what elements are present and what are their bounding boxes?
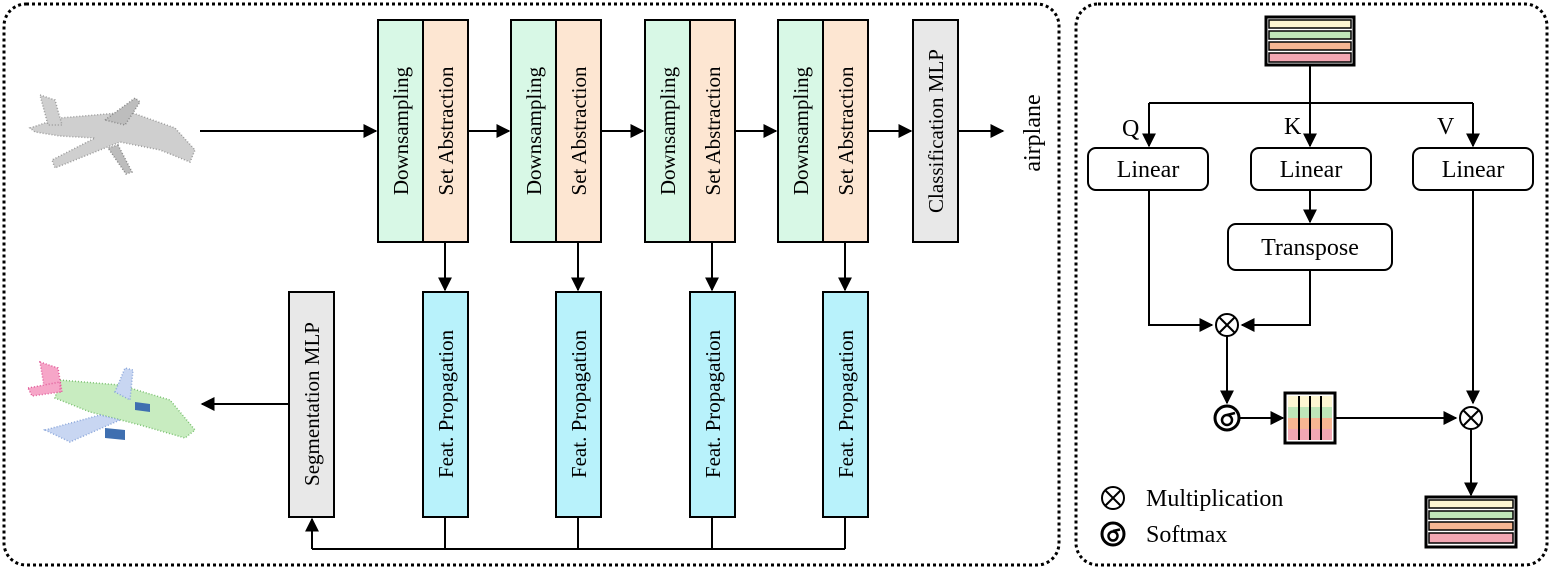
k-label: K <box>1284 114 1302 140</box>
downsampling-block <box>510 19 557 243</box>
input-token-matrix <box>1264 15 1356 67</box>
downsampling-label: Downsampling <box>656 66 680 195</box>
qkv-split-lines <box>1142 65 1480 148</box>
linear-v-label: Linear <box>1442 157 1505 183</box>
q-to-multiply-arrow <box>1148 190 1214 332</box>
set-abstraction-label: Set Abstraction <box>567 66 591 195</box>
set-abstraction-label: Set Abstraction <box>834 66 858 195</box>
feat-propagation-block <box>422 291 469 518</box>
attention-panel <box>1074 2 1549 567</box>
feat-propagation-label: Feat. Propagation <box>834 329 858 478</box>
legend-softmax-label: Softmax <box>1146 522 1227 548</box>
set-abstraction-label: Set Abstraction <box>434 66 458 195</box>
downsampling-block <box>777 19 824 243</box>
linear-k-label: Linear <box>1280 157 1343 183</box>
attention-map <box>1283 391 1337 445</box>
softmax-icon <box>1213 404 1241 432</box>
feat-propagation-block <box>555 291 602 518</box>
segmented-point-cloud-image <box>26 360 197 443</box>
output-token-matrix <box>1424 495 1518 549</box>
stage-4: Downsampling Set Abstraction Feat. Propa… <box>777 19 869 518</box>
set-abstraction-label: Set Abstraction <box>701 66 725 195</box>
stage-2: Downsampling Set Abstraction Feat. Propa… <box>510 19 602 518</box>
feat-propagation-label: Feat. Propagation <box>701 329 725 478</box>
input-point-cloud-image <box>28 93 196 175</box>
feat-propagation-block <box>689 291 736 518</box>
feat-propagation-label: Feat. Propagation <box>567 329 591 478</box>
classification-output-label: airplane <box>1020 94 1046 171</box>
v-label: V <box>1437 114 1455 140</box>
downsampling-block <box>377 19 424 243</box>
multiply-icon <box>1101 486 1125 510</box>
linear-q-label: Linear <box>1117 157 1180 183</box>
downsampling-label: Downsampling <box>789 66 813 195</box>
q-label: Q <box>1122 116 1139 142</box>
downsampling-label: Downsampling <box>522 66 546 195</box>
softmax-icon <box>1100 521 1126 547</box>
multiply-icon <box>1215 313 1239 337</box>
propagation-bus <box>305 517 846 550</box>
kt-to-multiply-arrow <box>1240 270 1311 332</box>
pipeline-panel <box>2 2 1061 567</box>
downsampling-label: Downsampling <box>389 66 413 195</box>
classification-mlp-block <box>912 19 959 243</box>
stage-3: Downsampling Set Abstraction Feat. Propa… <box>644 19 736 518</box>
downsampling-block <box>644 19 691 243</box>
stage-1: Downsampling Set Abstraction Feat. Propa… <box>377 19 469 518</box>
feat-propagation-label: Feat. Propagation <box>434 329 458 478</box>
segmentation-mlp-block <box>288 291 335 518</box>
classification-mlp-label: Classification MLP <box>924 49 948 213</box>
multiply-icon <box>1459 406 1483 430</box>
transpose-label: Transpose <box>1261 235 1359 261</box>
feat-propagation-block <box>822 291 869 518</box>
legend-multiplication-label: Multiplication <box>1146 486 1283 512</box>
segmentation-mlp-label: Segmentation MLP <box>300 322 324 486</box>
legend: Multiplication Softmax <box>1100 486 1283 548</box>
